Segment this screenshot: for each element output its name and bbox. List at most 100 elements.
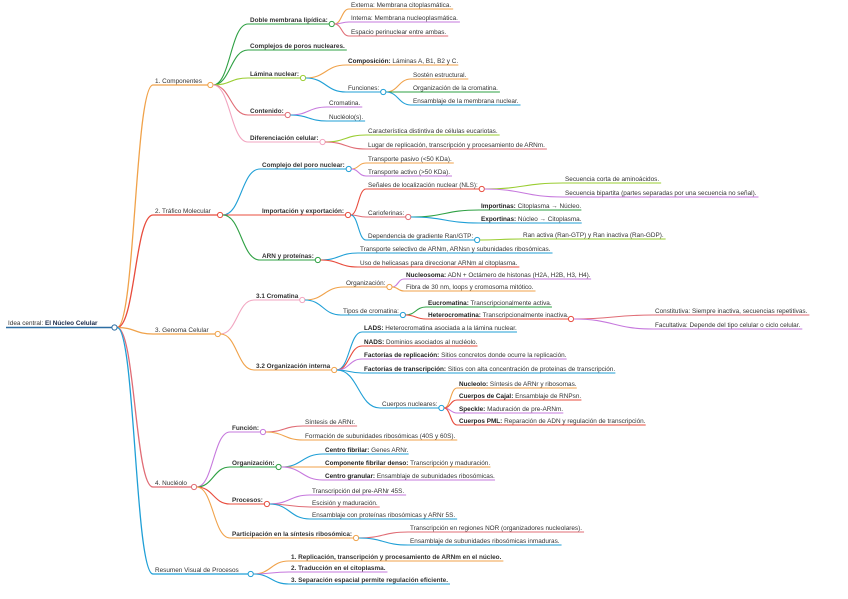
node-branches-1-children-0-children-0: Transporte pasivo (<50 KDa).	[368, 156, 452, 163]
node-branches-3-children-0: Función:	[232, 425, 259, 432]
connector	[385, 91, 412, 106]
central-idea: Idea central: El Núcleo Celular	[8, 320, 98, 327]
node-branches-4-children-1: 2. Traducción en el citoplasma.	[291, 565, 386, 572]
node-branches-1-children-1-children-0: Señales de localización nuclear (NLS):	[368, 182, 478, 189]
collapse-knob[interactable]	[331, 366, 338, 374]
connector	[325, 141, 367, 150]
collapse-knob[interactable]	[345, 165, 352, 173]
connector	[351, 168, 367, 177]
connector	[220, 333, 255, 371]
connector	[325, 134, 367, 143]
connector	[484, 182, 564, 190]
node-branches-3-children-3-children-0: Transcripción en regiones NOR (organizad…	[410, 525, 582, 532]
collapse-knob[interactable]	[328, 20, 335, 28]
collapse-knob[interactable]	[275, 463, 282, 471]
branch-4: 4. Nucléolo	[155, 480, 187, 487]
node-branches-0-children-2-children-1-children-0: Sostén estructural.	[413, 72, 467, 79]
collapse-knob[interactable]	[247, 570, 254, 578]
collapse-knob[interactable]	[111, 324, 118, 331]
connector	[220, 299, 255, 335]
node-branches-1-children-1-children-2: Dependencia de gradiente Ran/GTP:	[368, 233, 473, 240]
collapse-knob[interactable]	[214, 330, 221, 338]
collapse-knob[interactable]	[344, 211, 352, 219]
connector	[222, 168, 261, 216]
connector	[336, 331, 363, 371]
node-branches-3-children-1: Organización:	[232, 460, 275, 467]
node-branches-0-children-2-children-1: Funciones:	[348, 85, 379, 92]
connector	[443, 387, 458, 409]
connector	[334, 23, 350, 37]
connector	[212, 23, 249, 86]
node-branches-0-children-4-children-0: Característica distintiva de células euc…	[368, 128, 498, 135]
node-branches-2-children-1-children-4-children-1: Cuerpos de Cajal: Ensamblaje de RNPsn.	[459, 393, 581, 400]
collapse-knob[interactable]	[319, 138, 326, 146]
connector	[391, 278, 405, 288]
collapse-knob[interactable]	[284, 111, 291, 119]
connector	[212, 84, 249, 143]
node-branches-0-children-0-children-1: Interna: Membrana nucleoplasmática.	[351, 15, 458, 22]
node-branches-2-children-0-children-1: Tipos de cromatina:	[343, 308, 399, 315]
node-branches-2-children-1-children-3: Factorías de transcripción: Sitios con a…	[364, 366, 615, 373]
connector	[410, 216, 480, 224]
connector	[479, 238, 522, 241]
connector	[116, 84, 154, 329]
node-branches-0-children-1: Complejos de poros nucleares.	[250, 43, 345, 50]
connector	[253, 573, 290, 585]
collapse-knob[interactable]	[399, 311, 406, 319]
connector	[212, 84, 249, 116]
branch-2: 2. Tráfico Molecular	[155, 208, 212, 215]
connector	[405, 306, 427, 316]
node-branches-0-children-2-children-0: Composición: Láminas A, B1, B2 y C.	[348, 58, 458, 65]
connector	[405, 314, 427, 320]
connector	[320, 259, 359, 268]
node-branches-0-children-4: Diferenciación celular:	[250, 135, 319, 142]
connector	[196, 466, 231, 488]
node-branches-3-children-0-children-0: Síntesis de ARNr.	[305, 419, 355, 426]
node-branches-1-children-2: ARN y proteínas:	[262, 253, 314, 260]
collapse-knob[interactable]	[386, 283, 393, 291]
collapse-knob[interactable]	[567, 315, 575, 323]
node-branches-2-children-0-children-1-children-1-children-1: Facultativa: Depende del tipo celular o …	[655, 322, 801, 329]
connector	[117, 326, 154, 335]
collapse-knob[interactable]	[263, 500, 271, 508]
connector	[212, 49, 249, 86]
node-branches-1-children-1: Importación y exportación:	[262, 208, 344, 215]
connector	[116, 326, 154, 488]
collapse-knob[interactable]	[352, 534, 360, 542]
node-branches-1-children-1-children-0-children-0: Secuencia corta de aminoácidos.	[565, 176, 659, 183]
node-branches-0-children-0: Doble membrana lipídica:	[250, 17, 328, 24]
node-branches-2-children-1-children-4-children-3: Cuerpos PML: Reparación de ADN y regulac…	[459, 418, 646, 425]
connector	[573, 318, 654, 330]
branch-1: 1. Componentes	[155, 78, 202, 85]
node-branches-1-children-1-children-1-children-0: Importinas: Citoplasma → Núcleo.	[481, 203, 581, 210]
connector	[410, 209, 480, 218]
collapse-knob[interactable]	[438, 404, 445, 412]
collapse-knob[interactable]	[259, 428, 267, 436]
collapse-knob[interactable]	[380, 88, 387, 96]
node-branches-3-children-1-children-2: Centro granular: Ensamblaje de subunidad…	[325, 473, 495, 480]
collapse-knob[interactable]	[207, 81, 214, 89]
node-branches-1-children-1-children-1: Carioferinas:	[368, 210, 404, 217]
connector	[196, 431, 231, 488]
connector	[281, 453, 324, 468]
collapse-knob[interactable]	[405, 213, 412, 221]
connector	[196, 486, 231, 505]
node-branches-2-children-0-children-0-children-0: Nucleosoma: ADN + Octámero de histonas (…	[406, 272, 591, 279]
node-branches-1-children-2-children-1: Uso de helicasas para direccionar ARNm a…	[360, 260, 518, 267]
connector	[358, 537, 409, 546]
collapse-knob[interactable]	[478, 185, 485, 193]
connector	[305, 77, 347, 93]
node-branches-1-children-1-children-2-children-0: Ran activa (Ran-GTP) y Ran inactiva (Ran…	[523, 232, 664, 239]
node-branches-3-children-3-children-1: Ensamblaje de subunidades ribosómicas in…	[410, 538, 560, 545]
branch-3: 3. Genoma Celular	[155, 327, 210, 334]
collapse-knob[interactable]	[314, 256, 321, 264]
node-branches-2-children-0-children-0: Organización:	[346, 280, 386, 287]
connector	[385, 78, 412, 93]
collapse-knob[interactable]	[474, 236, 481, 244]
node-branches-0-children-4-children-1: Lugar de replicación, transcripción y pr…	[368, 142, 545, 149]
collapse-knob[interactable]	[299, 296, 306, 304]
collapse-knob[interactable]	[216, 211, 224, 219]
node-branches-2-children-1: 3.2 Organización interna	[256, 363, 331, 370]
collapse-knob[interactable]	[299, 74, 307, 82]
collapse-knob[interactable]	[190, 483, 198, 491]
